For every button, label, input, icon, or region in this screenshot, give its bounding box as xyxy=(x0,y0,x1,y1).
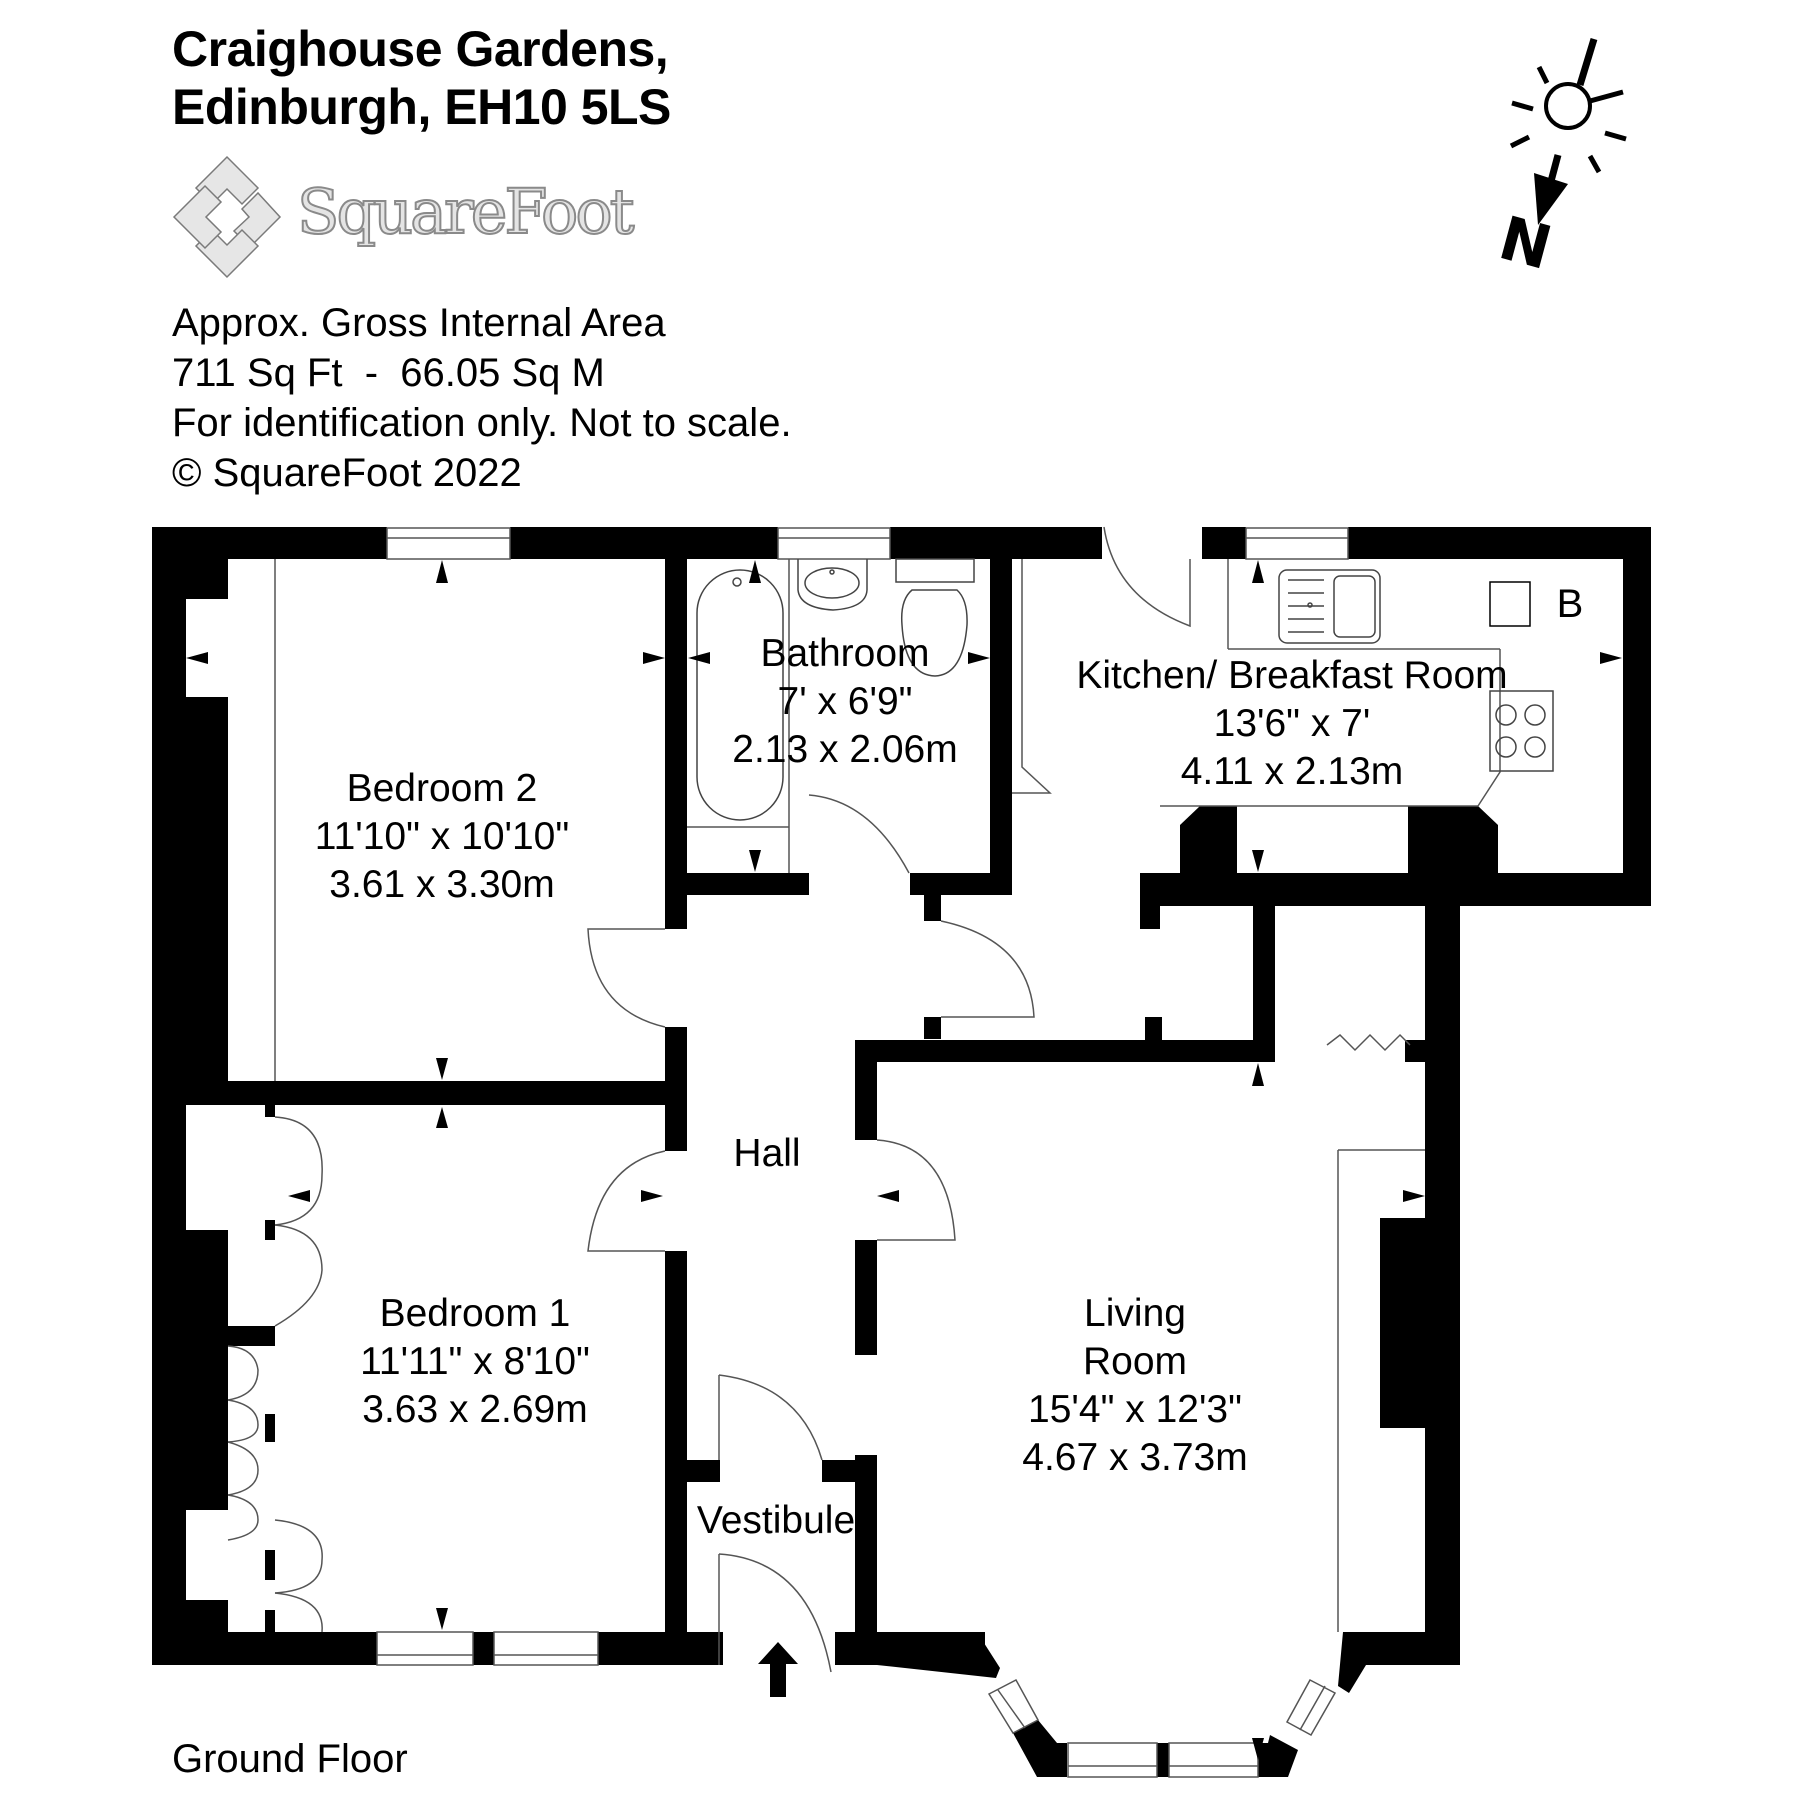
room-imperial: 15'4" x 12'3" xyxy=(1028,1388,1242,1431)
room-kitchen: Kitchen/ Breakfast Room 13'6" x 7' 4.11 … xyxy=(1076,652,1507,796)
squarefoot-diamond-logo-icon xyxy=(172,155,282,279)
bedroom2-door-icon xyxy=(587,928,666,1028)
room-imperial: 13'6" x 7' xyxy=(1213,702,1371,745)
area-value: 711 Sq Ft - 66.05 Sq M xyxy=(172,351,605,395)
walls xyxy=(152,527,1651,1777)
room-imperial: 11'11" x 8'10" xyxy=(360,1340,590,1383)
kitchen-external-door-icon xyxy=(1103,526,1191,628)
kitchen-door-icon xyxy=(940,920,1035,1018)
room-name: Bathroom xyxy=(760,632,930,675)
room-hall: Hall xyxy=(733,1130,800,1178)
room-name: Bedroom 1 xyxy=(379,1292,571,1335)
bedroom1-door-icon xyxy=(587,1150,666,1252)
logo-text: SquareFoot xyxy=(296,174,636,249)
room-bathroom: Bathroom 7' x 6'9" 2.13 x 2.06m xyxy=(732,630,957,774)
bath-icon xyxy=(696,569,784,821)
room-name: Kitchen/ Breakfast Room xyxy=(1076,654,1508,697)
basin-icon xyxy=(797,559,868,611)
room-bedroom-1: Bedroom 1 11'11" x 8'10" 3.63 x 2.69m xyxy=(360,1290,590,1434)
address-line-1: Craighouse Gardens, xyxy=(172,21,669,77)
wardrobe-door-icon xyxy=(274,1116,323,1226)
wc-bowl-icon xyxy=(900,589,968,677)
room-metric: 4.11 x 2.13m xyxy=(1180,750,1404,793)
area-info: Approx. Gross Internal Area 711 Sq Ft - … xyxy=(172,298,792,498)
boiler-icon xyxy=(1489,581,1531,627)
room-metric: 3.63 x 2.69m xyxy=(362,1388,588,1431)
door-swings xyxy=(227,526,1191,1673)
hob-icon xyxy=(1489,690,1554,772)
bathroom-door-icon xyxy=(808,794,910,874)
room-metric: 4.67 x 3.73m xyxy=(1022,1436,1248,1479)
windows xyxy=(376,527,1349,1778)
boiler-label: B xyxy=(1556,582,1584,626)
copyright: © SquareFoot 2022 xyxy=(172,451,522,495)
property-address: Craighouse Gardens, Edinburgh, EH10 5LS xyxy=(172,20,671,136)
room-imperial: 7' x 6'9" xyxy=(777,680,913,723)
room-bedroom-2: Bedroom 2 11'10" x 10'10" 3.61 x 3.30m xyxy=(315,765,569,909)
sanitaryware xyxy=(696,558,1554,821)
room-living-room: Living Room 15'4" x 12'3" 4.67 x 3.73m xyxy=(1022,1290,1247,1482)
room-name: Hall xyxy=(733,1132,801,1175)
room-imperial: 11'10" x 10'10" xyxy=(314,815,570,858)
wc-cistern-icon xyxy=(895,558,975,583)
room-vestibule: Vestibule xyxy=(697,1497,855,1545)
disclaimer: For identification only. Not to scale. xyxy=(172,401,792,445)
room-name: Vestibule xyxy=(696,1499,856,1542)
squarefoot-logo: SquareFoot xyxy=(172,155,636,285)
living-door-icon xyxy=(876,1139,956,1241)
room-metric: 3.61 x 3.30m xyxy=(329,863,555,906)
sun-north-arrow-icon: N xyxy=(1492,37,1627,284)
dimension-arrows xyxy=(186,560,1622,1760)
room-name-line-2: Room xyxy=(1082,1340,1188,1383)
sink-icon xyxy=(1278,569,1381,644)
room-metric: 2.13 x 2.06m xyxy=(732,728,958,771)
room-name-line-1: Living xyxy=(1084,1292,1186,1335)
floor-label: Ground Floor xyxy=(172,1737,408,1781)
address-line-2: Edinburgh, EH10 5LS xyxy=(172,79,671,135)
fixtures xyxy=(274,559,1501,1632)
entrance-arrow-icon xyxy=(758,1642,798,1697)
front-door-icon xyxy=(718,1553,832,1673)
vestibule-inner-door-icon xyxy=(718,1374,823,1461)
area-heading: Approx. Gross Internal Area xyxy=(172,301,666,345)
compass: N xyxy=(1490,15,1640,284)
room-name: Bedroom 2 xyxy=(346,767,538,810)
